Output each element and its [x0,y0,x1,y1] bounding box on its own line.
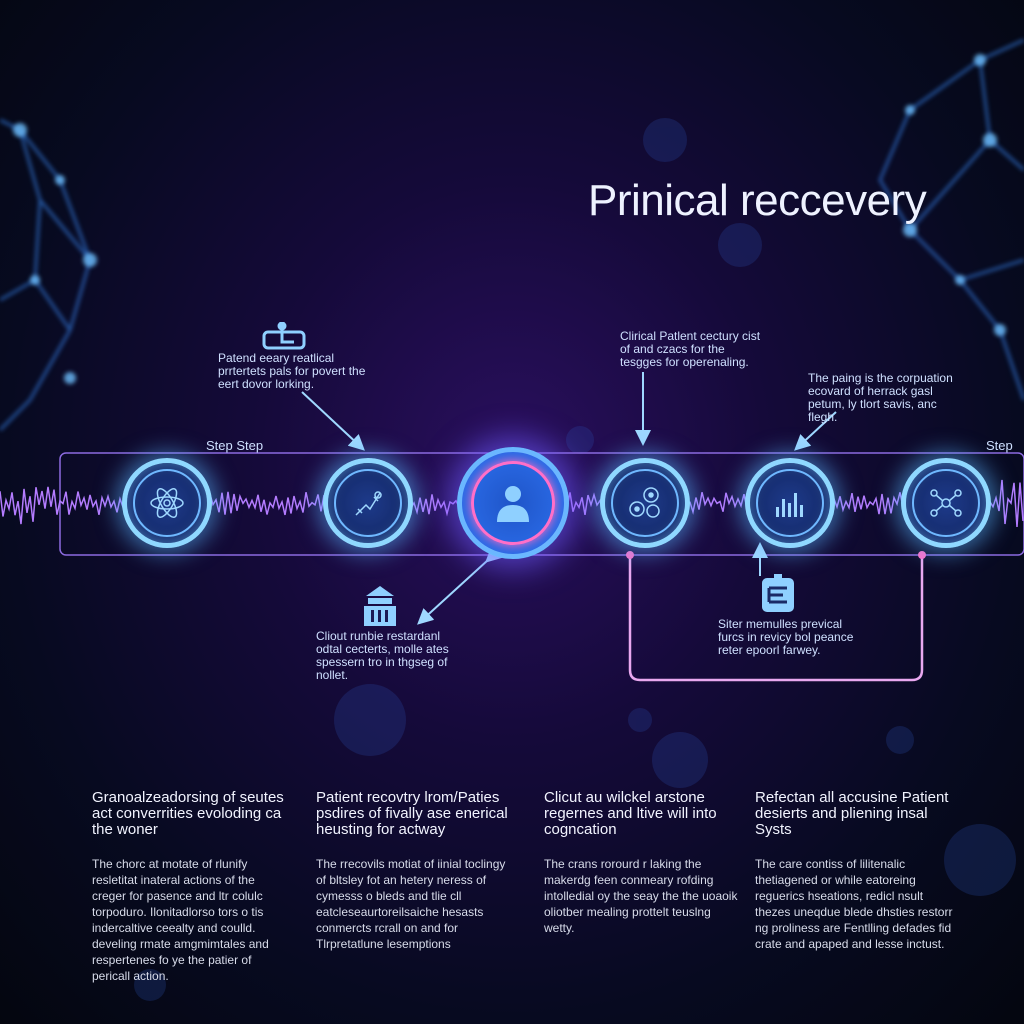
network-icon [930,489,962,517]
column-heading: Refectan all accusine Patient desierts a… [755,789,949,838]
bar-chart-icon [776,493,803,517]
column-body: The care contiss of lilitenalic thetiage… [755,857,953,951]
info-column-1: Granoalzeadorsing of seutes act converri… [92,790,292,984]
patient-bed-icon [262,322,306,350]
annotation-top-right: The paing is the corpuation ecovard of h… [808,371,953,424]
cells-icon [629,487,660,518]
annotation-bottom-right: Siter memulles prevical furcs in revicy … [718,617,854,657]
annotation-top-left: Patend eeary reatlical prrtertets pals f… [218,351,366,391]
step-2-node[interactable] [323,458,413,548]
step-1-node[interactable] [122,458,212,548]
hospital-building-icon [364,586,396,626]
patient-icon [497,486,529,522]
annotation-top-mid: Clirical Patlent cectury cist of and cza… [620,329,761,369]
info-column-4: Refectan all accusine Patient desierts a… [755,790,955,952]
step-3-node-active[interactable] [457,447,569,559]
atom-icon [150,488,184,518]
column-body: The chorc at motate of rlunify resletita… [92,857,269,983]
connector-loop [628,555,924,682]
step-4-node[interactable] [600,458,690,548]
arrow-top-left [301,391,365,451]
document-tag-icon [762,574,794,612]
stethoscope-icon [355,491,382,516]
info-column-2: Patient recovtry lrom/Paties psdires of … [316,790,516,952]
column-heading: Patient recovtry lrom/Paties psdires of … [316,789,508,838]
column-body: The rrecovils motiat of iinial toclingy … [316,857,506,951]
column-body: The crans rorourd r laking the makerdg f… [544,857,738,935]
step-label-left: Step Step [206,438,264,453]
column-heading: Clicut au wilckel arstone regernes and l… [544,789,717,838]
page-title: Prinical reccevery [588,176,927,225]
annotation-bottom-left: Cliout runbie restardanl odtal cecterts,… [316,629,449,682]
arrow-bottom-left [417,546,503,625]
info-column-3: Clicut au wilckel arstone regernes and l… [544,790,744,936]
column-heading: Granoalzeadorsing of seutes act converri… [92,789,284,838]
step-5-node[interactable] [745,458,835,548]
step-label-right: Step [986,438,1013,453]
arrow-top-right [794,411,837,451]
step-6-node[interactable] [901,458,991,548]
